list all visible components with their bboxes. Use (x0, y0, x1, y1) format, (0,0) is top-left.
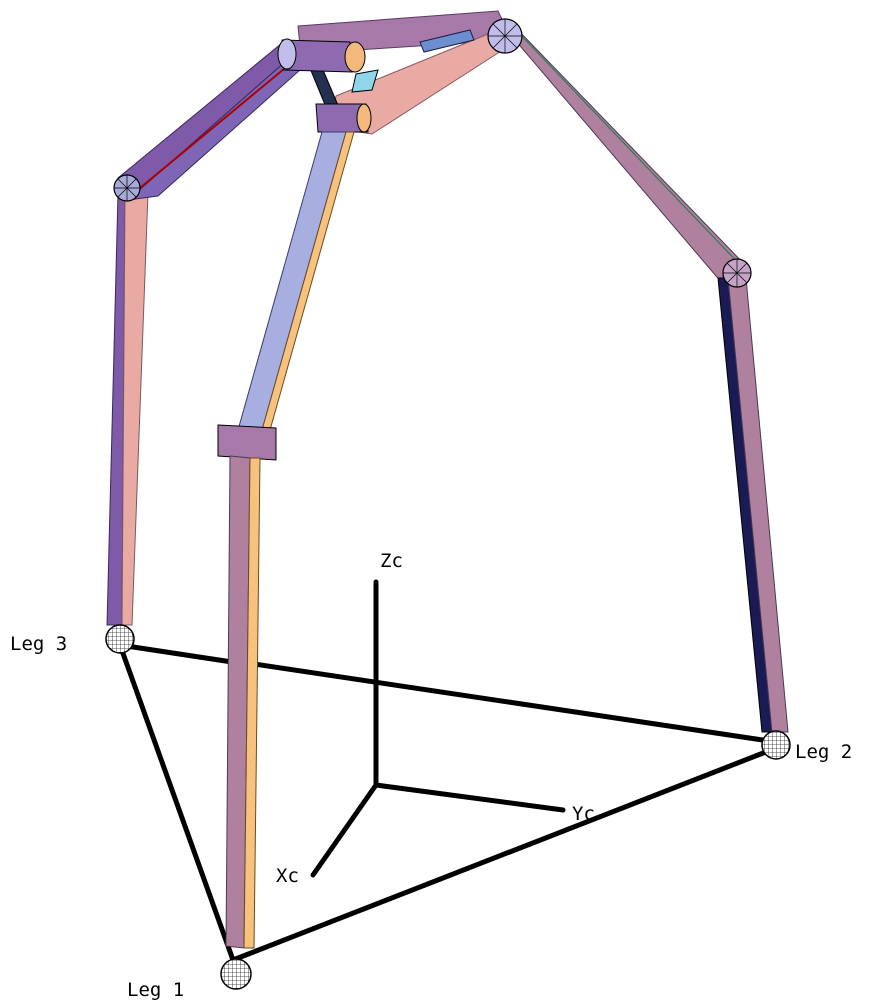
base-edge-leg3-leg2-back (251, 661, 779, 745)
platform-joint-right-spokes (488, 19, 522, 53)
base-joints (105, 624, 791, 990)
leg1-upper-link (237, 131, 347, 431)
leg1-base-joint (220, 958, 252, 990)
base-triangle (117, 642, 779, 963)
leg2-label: Leg 2 (795, 741, 852, 763)
leg2-upper-link (497, 19, 749, 284)
base-edge-leg3-leg1 (117, 642, 236, 963)
axis-x (310, 782, 379, 878)
axis-y-label: Yc (572, 803, 595, 825)
leg3-shoulder-joint-end (277, 38, 297, 70)
base-edge-leg1-leg2 (230, 745, 779, 963)
leg1-elbow-block (217, 424, 277, 461)
leg3-upper-link (117, 42, 295, 201)
axis-y (373, 782, 566, 813)
leg2-base-joint (761, 730, 791, 760)
leg-3-chain (106, 42, 301, 626)
platform-inner-block (419, 29, 475, 53)
leg3-lower-link-face (121, 192, 149, 626)
leg3-upper-link-edge (139, 63, 291, 189)
axis-z-label: Zc (380, 550, 403, 572)
leg2-upper-link-edge (515, 29, 746, 271)
leg3-base-joint (105, 624, 135, 654)
base-edge-leg3-leg2-front (117, 642, 235, 665)
leg2-elbow-joint-spokes (723, 259, 751, 287)
leg-1-chain (217, 131, 355, 949)
leg1-shoulder-block (315, 103, 369, 133)
leg1-label: Leg 1 (127, 979, 184, 1001)
leg-2-chain (497, 19, 789, 733)
leg3-label: Leg 3 (10, 633, 67, 655)
coordinate-axes (310, 579, 566, 878)
leg3-shoulder-joint-cap (344, 41, 366, 73)
leg3-elbow-joint-spokes (114, 175, 140, 201)
leg1-lower-link-edge (243, 457, 261, 949)
moving-platform (277, 10, 523, 135)
leg1-shoulder-joint-cap (356, 103, 372, 133)
platform-strut-blue (351, 69, 379, 93)
axis-x-label: Xc (276, 865, 299, 887)
leg1-upper-link-edge (261, 131, 355, 431)
